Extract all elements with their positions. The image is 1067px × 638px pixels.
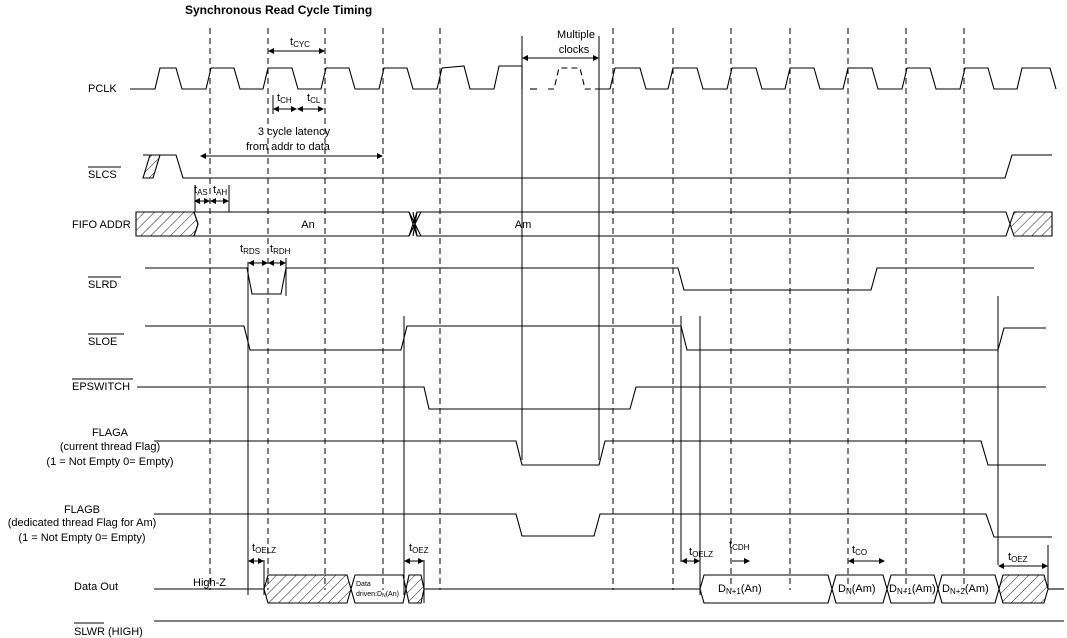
slrd-waveform [145, 267, 1034, 295]
tcdh-marker: tCDH [729, 539, 750, 564]
tco-marker: tCO [848, 544, 885, 564]
tch-marker: tCH [272, 92, 297, 114]
toelz-marker-2: tOELZ [681, 546, 713, 564]
signal-fifo-addr-label: FIFO ADDR [72, 219, 131, 231]
epswitch-waveform [137, 386, 1046, 410]
diagram-title: Synchronous Read Cycle Timing [185, 3, 372, 17]
toez-marker-2: tOEZ [998, 551, 1048, 569]
slcs-waveform [142, 154, 1052, 179]
latency-line-1: 3 cycle latency [258, 126, 331, 138]
flagb-name: FLAGB [64, 504, 100, 516]
data-dn-am: DN(Am) [838, 583, 876, 596]
flagb-values: (1 = Not Empty 0= Empty) [18, 532, 145, 544]
flaga-values: (1 = Not Empty 0= Empty) [46, 456, 173, 468]
latency-line-2: from addr to data [246, 141, 331, 153]
trds-label: tRDS [240, 243, 260, 256]
tcyc-marker: tCYC [268, 36, 325, 54]
latency-annotation: 3 cycle latency from addr to data [200, 126, 383, 159]
signal-slrd-label: SLRD [88, 279, 117, 291]
tch-label: tCH [277, 92, 292, 105]
flaga-waveform [154, 440, 1046, 466]
tcl-marker: tCL [297, 92, 324, 112]
tcdh-label: tCDH [729, 539, 750, 552]
signal-epswitch-label: EPSWITCH [72, 381, 130, 393]
tcyc-label: tCYC [290, 36, 310, 49]
toelz-label-2: tOELZ [689, 546, 713, 559]
data-dn2-am: DN+2(Am) [942, 583, 989, 596]
signal-data-out-label: Data Out [74, 581, 118, 593]
data-high-z: High-Z [193, 577, 226, 589]
sloe-waveform [145, 325, 1046, 351]
signal-flaga-label: FLAGA (current thread Flag) (1 = Not Emp… [46, 427, 173, 468]
toelz-marker-1: tOELZ [248, 542, 276, 595]
event-lines [247, 36, 1049, 595]
toez-label-2: tOEZ [1008, 551, 1028, 564]
flagb-desc: (dedicated thread Flag for Am) [8, 517, 157, 529]
multiple-clocks-line-1: Multiple [557, 29, 595, 41]
toez-label-1: tOEZ [409, 542, 429, 555]
tas-marker: tAS [194, 184, 210, 212]
data-dn1-am: DN+1(Am) [889, 583, 936, 596]
tah-label: tAH [213, 184, 227, 197]
signal-pclk-label: PCLK [88, 83, 117, 95]
signal-slwr-label: SLWR (HIGH) [74, 626, 143, 638]
svg-text:driven:DN(An): driven:DN(An) [356, 591, 399, 599]
trdh-marker: tRDH [268, 243, 291, 296]
trdh-label: tRDH [270, 243, 291, 256]
fifo-addr-bus: An Am [135, 211, 1053, 237]
addr-value-an: An [301, 219, 314, 231]
data-driven-label: Data driven:DN(An) [356, 581, 399, 599]
trds-marker: tRDS [240, 243, 268, 266]
data-out-bus: High-Z Data driven:DN(An) DN+1(An) DN(Am… [154, 574, 1064, 604]
addr-value-am: Am [515, 219, 532, 231]
signal-flagb-label: FLAGB (dedicated thread Flag for Am) (1 … [8, 504, 157, 544]
tco-label: tCO [852, 544, 867, 557]
data-dn1-an: DN+1(An) [718, 583, 762, 596]
multiple-clocks-annotation: Multiple clocks [522, 29, 599, 61]
signal-sloe-label: SLOE [88, 336, 117, 348]
tah-marker: tAH [210, 184, 230, 212]
flaga-name: FLAGA [92, 427, 129, 439]
pclk-waveform [130, 65, 1057, 90]
svg-text:Data: Data [356, 581, 371, 588]
toez-marker-1: tOEZ [404, 542, 429, 603]
flagb-waveform [154, 513, 1052, 538]
tas-label: tAS [194, 184, 208, 197]
reference-lines [209, 28, 965, 590]
multiple-clocks-line-2: clocks [559, 44, 590, 56]
toelz-label-1: tOELZ [252, 542, 276, 555]
flaga-desc: (current thread Flag) [60, 441, 160, 453]
tcl-label: tCL [307, 92, 321, 105]
signal-slcs-label: SLCS [88, 169, 117, 181]
